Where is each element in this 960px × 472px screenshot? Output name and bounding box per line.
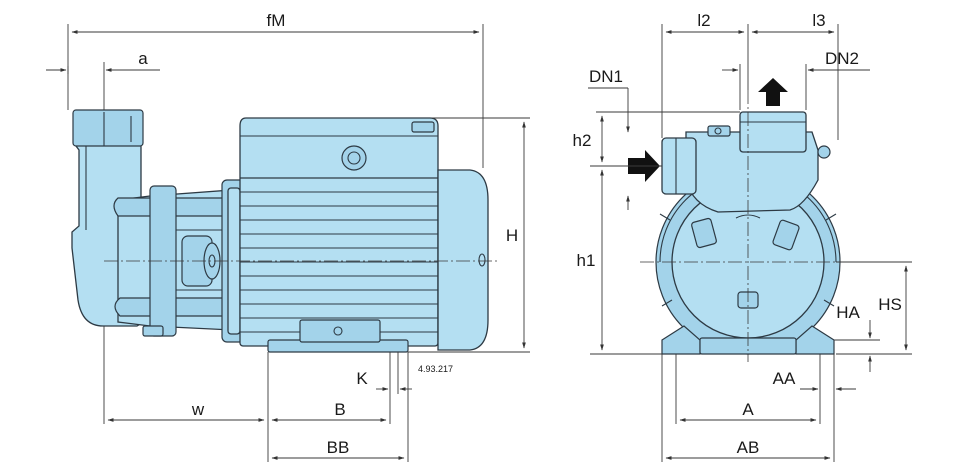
outlet-arrow-icon [758,78,788,106]
fan-cover [437,169,489,351]
dim-label-DN2: DN2 [825,49,859,68]
dim-label-h1: h1 [577,251,596,270]
dim-label-DN1: DN1 [589,67,623,86]
dim-label-h2: h2 [573,131,592,150]
dim-label-HS: HS [878,295,902,314]
dim-label-w: w [191,400,205,419]
drawing-reference: 4.93.217 [418,364,453,374]
dim-label-A: A [742,400,754,419]
dim-label-AB: AB [737,438,760,457]
dim-label-a: a [138,49,148,68]
dim-label-AA: AA [773,369,796,388]
side-view [71,109,500,353]
front-dimensions: l2 l3 DN2 DN1 h2 h1 HS HA [573,11,912,462]
dim-label-BB: BB [327,438,350,457]
dim-label-B: B [334,400,345,419]
terminal-box [239,117,439,179]
front-view [628,78,912,362]
dim-label-fM: fM [267,11,286,30]
dim-label-H: H [506,226,518,245]
dim-label-K: K [356,369,368,388]
dim-label-l2: l2 [697,11,710,30]
dim-label-HA: HA [836,303,860,322]
side-dimensions: fM a H w B BB K 4.93.217 [46,11,530,462]
dim-label-l3: l3 [812,11,825,30]
